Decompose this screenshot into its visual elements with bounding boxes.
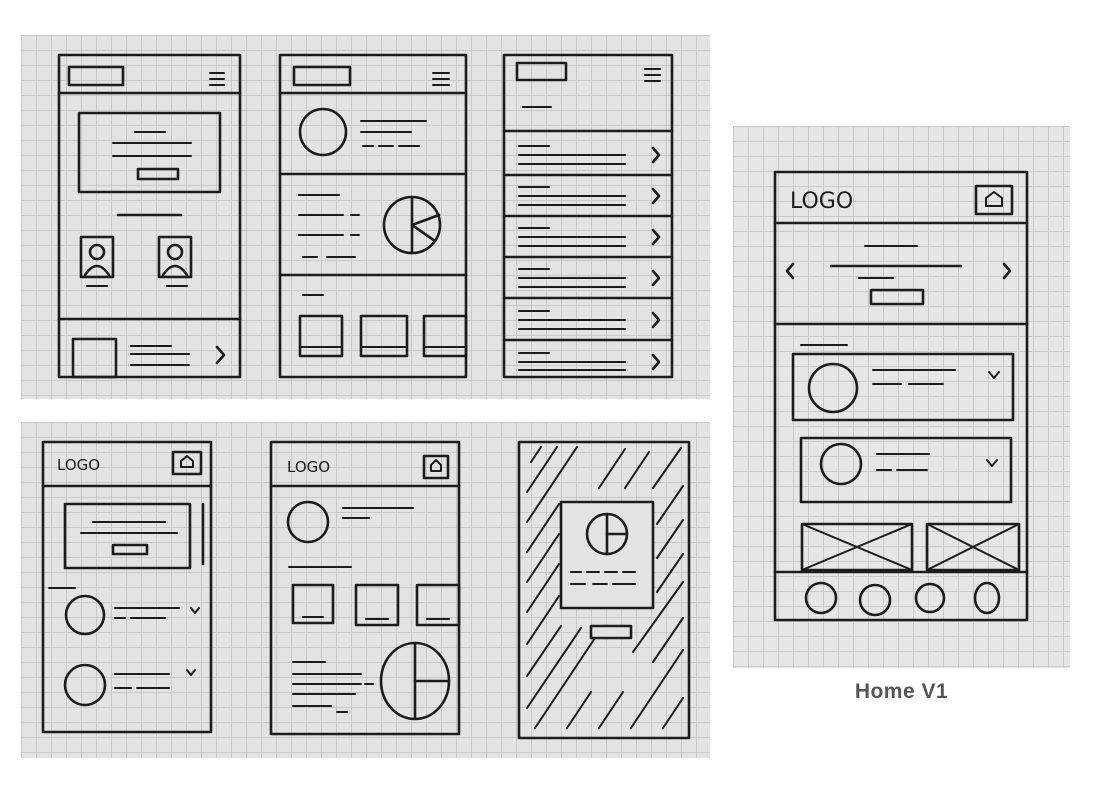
profile-circle [298,107,348,157]
thumbnail [415,583,461,627]
chevron-right-icon [651,311,661,329]
profile-circle [819,442,863,486]
sketch-sheet-top [21,35,710,399]
avatar-icon [79,235,115,279]
overlay-hatching [526,446,684,729]
logo-text: LOGO [57,456,100,474]
pie-chart-icon [382,195,442,255]
carousel-next-icon [1002,262,1012,280]
thumbnail [359,314,409,358]
sketch-sheet-bottom: LOGO LOGO [21,422,710,758]
image-placeholder [800,522,914,572]
wireframe-2 [278,53,468,379]
home-icon [171,450,203,476]
profile-circle [64,594,106,636]
chevron-right-icon [651,353,661,371]
wireframe-home-v1: LOGO [773,170,1029,622]
logo-placeholder [515,61,568,82]
carousel-prev-icon [785,262,795,280]
nav-tab-icon [858,583,892,617]
chevron-down-icon [986,459,998,467]
nav-tab-icon [973,581,1001,615]
image-placeholder [925,522,1021,572]
thumbnail [291,583,335,625]
thumbnail [298,314,344,358]
chevron-down-icon [988,371,1000,379]
wireframe-6-modal [517,440,691,740]
hero-button [869,288,925,306]
nav-tab-icon [914,582,946,614]
chevron-down-icon [190,607,200,614]
pie-chart-icon [379,641,451,721]
wireframe-caption: Home V1 [854,680,949,703]
avatar-icon [157,235,193,279]
hero-card [63,502,192,570]
sketch-sheet-home-v1: LOGO [733,126,1070,668]
pie-chart-icon [585,512,629,556]
chevron-right-icon [651,228,661,246]
wireframe-3 [502,53,674,379]
chevron-down-icon [186,669,196,676]
chevron-right-icon [215,345,226,365]
chevron-right-icon [651,187,661,205]
thumbnail [422,314,468,358]
profile-circle [807,362,859,414]
logo-text: LOGO [287,458,330,476]
wireframe-5: LOGO [269,440,461,736]
menu-icon [432,72,450,86]
hero-card [77,111,222,194]
home-icon [422,454,450,480]
home-icon [974,184,1014,216]
wireframe-1 [57,53,242,379]
chevron-right-icon [651,269,661,287]
menu-icon [644,68,661,82]
logo-text: LOGO [790,189,853,214]
modal-button [589,624,633,640]
profile-circle [286,500,330,544]
wireframe-4: LOGO [41,440,213,734]
menu-icon [209,72,225,86]
list-item [799,436,1013,504]
nav-tab-icon [804,581,838,615]
profile-circle [63,663,107,707]
thumbnail [354,583,400,627]
logo-placeholder [67,65,125,87]
logo-placeholder [292,65,352,87]
chevron-right-icon [651,146,661,164]
list-item [791,352,1015,422]
